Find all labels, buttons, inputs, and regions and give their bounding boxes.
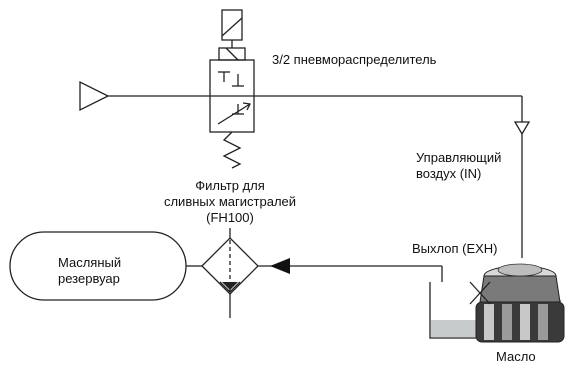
oil-label: Масло (496, 349, 536, 364)
filter-label-2: сливных магистралей (163, 194, 297, 209)
exhaust-device (469, 263, 565, 343)
reservoir-label-2: резервуар (58, 271, 120, 286)
valve-spring (222, 131, 242, 169)
valve-label: 3/2 пневмораспределитель (272, 52, 437, 67)
filter-label-3: (FH100) (206, 210, 254, 225)
filter-bowl (219, 281, 241, 293)
air-supply-triangle (79, 80, 110, 112)
solenoid-actuator-mark (225, 47, 239, 61)
filter-label-1: Фильтр для (195, 178, 265, 193)
return-flow-arrow (270, 258, 290, 274)
control-air-label-1: Управляющий (416, 150, 502, 165)
exhaust-label: Выхлоп (EXH) (412, 241, 498, 256)
control-air-arrow (513, 121, 531, 136)
valve-lower-arrowhead (242, 102, 251, 111)
solenoid-box (221, 9, 243, 41)
solenoid-coil-stroke (221, 17, 243, 37)
filter-drain-mark (222, 282, 238, 290)
oil-reservoir (9, 231, 187, 301)
control-air-label-2: воздух (IN) (416, 166, 482, 181)
reservoir-label-1: Масляный (58, 255, 122, 270)
